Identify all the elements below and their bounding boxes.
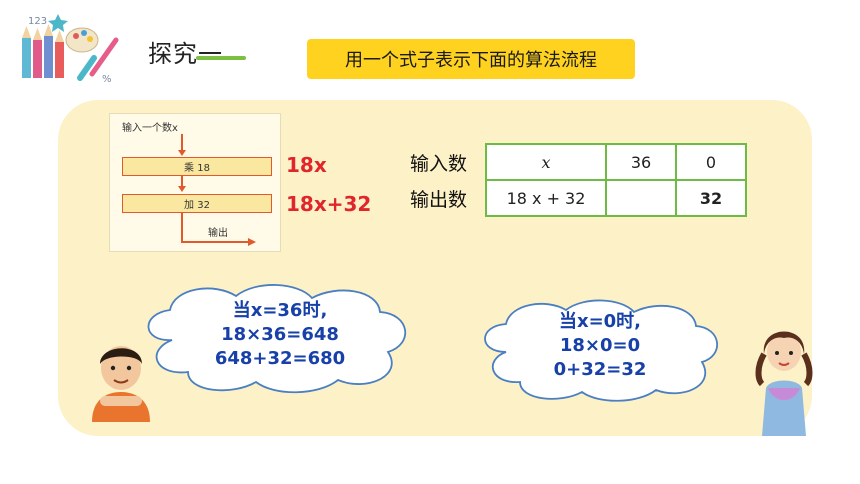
task-banner: 用一个式子表示下面的算法流程 <box>307 39 635 79</box>
table-cell <box>605 179 677 217</box>
thought-cloud-left <box>147 284 406 394</box>
flowchart-image: 输入一个数x 乘 18 加 32 输出 <box>109 113 281 252</box>
expression-step1: 18x <box>286 153 327 177</box>
cloud-right-line3: 0+32=32 <box>553 359 647 380</box>
thought-cloud-right <box>484 299 719 402</box>
cloud-left-text: 当x=36时, 18×36=648 648+32=680 <box>180 299 380 371</box>
stationery-art-icon: 123 % <box>22 14 119 85</box>
art-label-percent: % <box>102 74 112 85</box>
table-row: 输入数 x 36 0 <box>408 143 747 181</box>
row-header-output: 输出数 <box>410 188 468 211</box>
section-title: 探究一 <box>148 40 223 68</box>
cloud-right-text: 当x=0时, 18×0=0 0+32=32 <box>515 310 685 382</box>
cloud-left-line2: 18×36=648 <box>221 324 339 345</box>
girl-avatar <box>755 331 813 436</box>
title-underline <box>196 56 246 60</box>
star-icon <box>48 14 68 32</box>
table-cell: 36 <box>605 143 677 181</box>
table-cell: 32 <box>675 179 747 217</box>
flow-arrows <box>178 134 256 246</box>
art-label-123: 123 <box>28 16 47 27</box>
expression-step2: 18x+32 <box>286 192 372 216</box>
flow-step-multiply: 乘 18 <box>122 157 272 176</box>
flow-input-label: 输入一个数x <box>122 123 178 134</box>
cloud-left-line3: 648+32=680 <box>214 348 346 369</box>
cloud-right-line1: 当x=0时, <box>558 311 642 332</box>
cloud-right-line2: 18×0=0 <box>559 335 641 356</box>
table-cell: x <box>485 143 607 181</box>
boy-avatar <box>92 346 150 422</box>
table-row: 输出数 18 x + 32 32 <box>408 179 747 217</box>
flow-output-label: 输出 <box>208 228 228 239</box>
table-cell: 0 <box>675 143 747 181</box>
row-header-input: 输入数 <box>410 152 468 175</box>
cloud-left-line1: 当x=36时, <box>232 300 328 321</box>
io-table: 输入数 x 36 0 输出数 18 x + 32 32 <box>408 143 747 217</box>
flow-step-add: 加 32 <box>122 194 272 213</box>
table-cell: 18 x + 32 <box>485 179 607 217</box>
